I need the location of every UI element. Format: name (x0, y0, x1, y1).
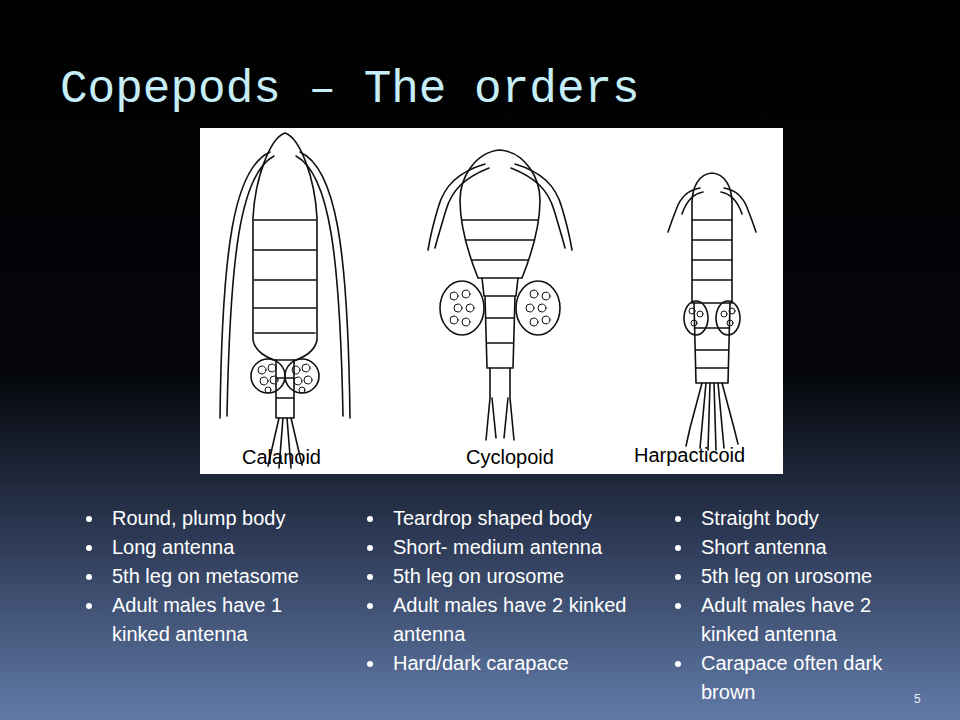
bullet-item: Straight body (701, 504, 933, 533)
bullet-column: Round, plump bodyLong antenna 5th leg on … (112, 504, 342, 649)
page-number: 5 (914, 692, 921, 706)
bullet-item: Round, plump body (112, 504, 342, 533)
bullet-item: Adult males have 2 kinked antenna (701, 591, 933, 649)
bullet-dot (86, 516, 92, 522)
bullet-column: Straight bodyShort antenna 5th leg on uro… (701, 504, 933, 707)
bullet-dot (367, 574, 373, 580)
bullet-text: Adult males have 2 kinked antenna (701, 594, 871, 645)
bullet-text: Round, plump body (112, 507, 285, 529)
bullet-text: Short- medium antenna (393, 536, 602, 558)
bullet-dot (367, 516, 373, 522)
bullet-dot (675, 516, 681, 522)
bullet-item: Short- medium antenna (393, 533, 651, 562)
bullet-dot (86, 574, 92, 580)
bullet-text: Adult males have 1 kinked antenna (112, 594, 282, 645)
bullet-item: Short antenna (701, 533, 933, 562)
bullet-dot (86, 545, 92, 551)
bullet-dot (675, 545, 681, 551)
bullet-text: Adult males have 2 kinked antenna (393, 594, 626, 645)
slide-title: Copepods – The orders (60, 64, 640, 116)
bullet-item: Carapace often dark brown (701, 649, 933, 707)
bullet-item: Adult males have 1 kinked antenna (112, 591, 342, 649)
bullet-item: Teardrop shaped body (393, 504, 651, 533)
bullet-text: Hard/dark carapace (393, 652, 569, 674)
bullet-item: Hard/dark carapace (393, 649, 651, 678)
bullet-item: Adult males have 2 kinked antenna (393, 591, 651, 649)
bullet-dot (675, 574, 681, 580)
bullet-dot (367, 603, 373, 609)
bullet-item: Long antenna (112, 533, 342, 562)
bullet-dot (367, 661, 373, 667)
bullet-text: 5th leg on urosome (393, 565, 564, 587)
order-name: Cyclopoid (466, 446, 554, 469)
order-name: Harpacticoid (634, 444, 745, 467)
bullet-column: Teardrop shaped bodyShort- medium antenn… (393, 504, 651, 678)
bullet-text: Carapace often dark brown (701, 652, 882, 703)
bullet-item: 5th leg on urosome (701, 562, 933, 591)
illustration-panel: Calanoid Cyclopoid Harpacticoid (200, 128, 783, 474)
copepod-illustrations (200, 128, 783, 474)
bullet-dot (367, 545, 373, 551)
bullet-item: 5th leg on urosome (393, 562, 651, 591)
bullet-item: 5th leg on metasome (112, 562, 342, 591)
bullet-text: Short antenna (701, 536, 827, 558)
bullet-dot (86, 603, 92, 609)
bullet-text: 5th leg on urosome (701, 565, 872, 587)
bullet-text: 5th leg on metasome (112, 565, 299, 587)
bullet-text: Straight body (701, 507, 819, 529)
bullet-text: Long antenna (112, 536, 234, 558)
bullet-dot (675, 603, 681, 609)
bullet-dot (675, 661, 681, 667)
bullet-text: Teardrop shaped body (393, 507, 592, 529)
order-name: Calanoid (242, 446, 321, 469)
